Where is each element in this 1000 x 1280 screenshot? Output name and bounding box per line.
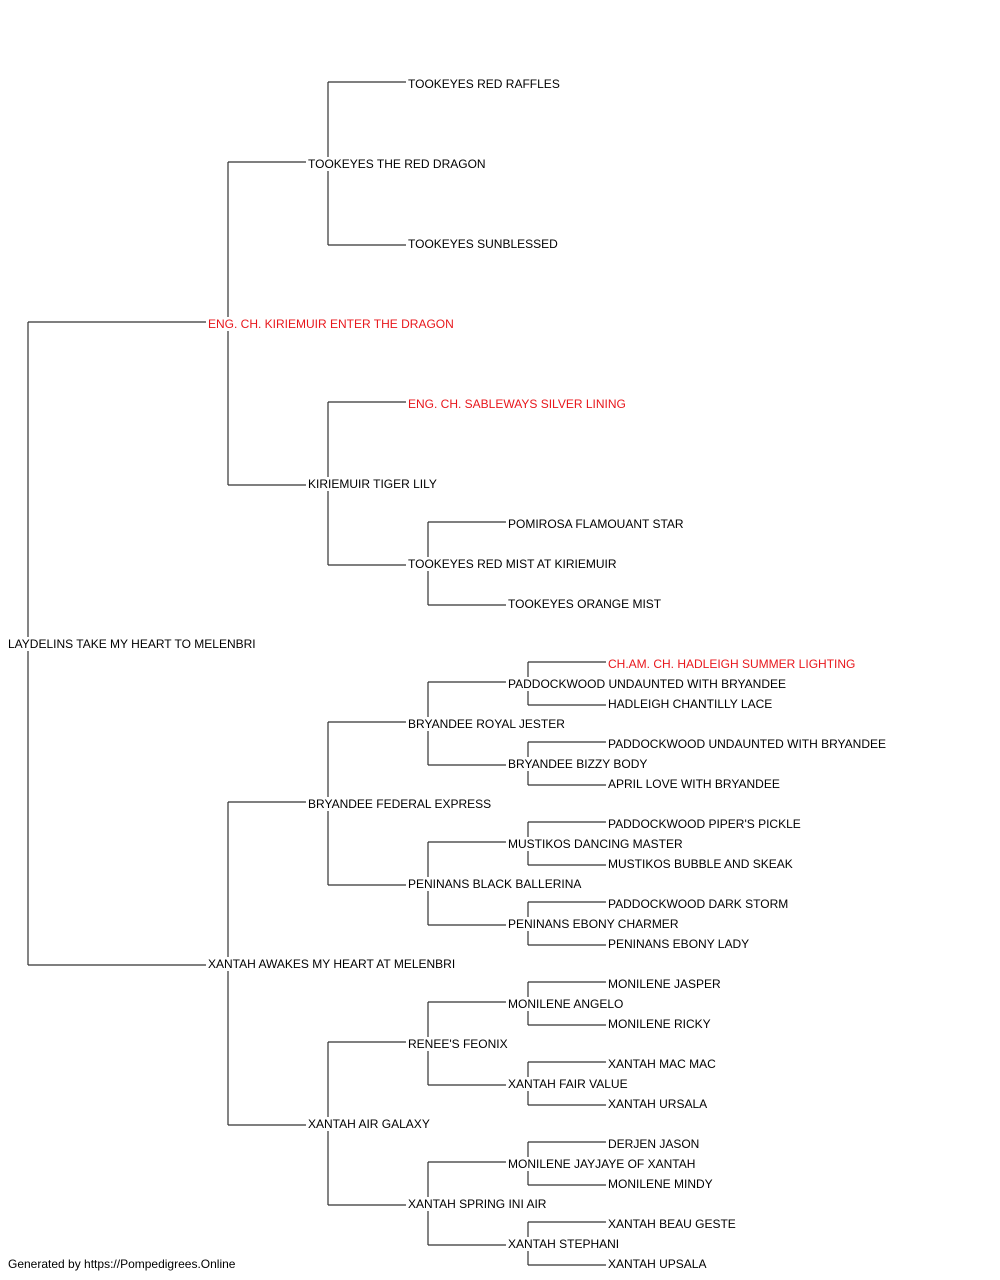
dog-name-sire: ENG. CH. KIRIEMUIR ENTER THE DRAGON bbox=[208, 317, 455, 331]
dog-name-dam-sire-dam-dam-sire: PADDOCKWOOD DARK STORM bbox=[608, 897, 790, 911]
dog-name-sire-dam-dam: TOOKEYES RED MIST AT KIRIEMUIR bbox=[408, 557, 618, 571]
dog-name-dam-sire-sire-sire-dam: HADLEIGH CHANTILLY LACE bbox=[608, 697, 774, 711]
dog-name-sire-dam-sire: ENG. CH. SABLEWAYS SILVER LINING bbox=[408, 397, 627, 411]
dog-name-dam-dam-dam-dam-sire: XANTAH BEAU GESTE bbox=[608, 1217, 737, 1231]
dog-name-dam-sire-sire-sire-sire: CH.AM. CH. HADLEIGH SUMMER LIGHTING bbox=[608, 657, 857, 671]
dog-name-dam-sire-sire-dam-sire: PADDOCKWOOD UNDAUNTED WITH BRYANDEE bbox=[608, 737, 888, 751]
dog-name-dam-dam-sire: RENEE'S FEONIX bbox=[408, 1037, 509, 1051]
dog-name-dam-dam-sire-sire: MONILENE ANGELO bbox=[508, 997, 625, 1011]
dog-name-dam-dam-sire-sire-dam: MONILENE RICKY bbox=[608, 1017, 712, 1031]
dog-name-dam-dam-dam-sire: MONILENE JAYJAYE OF XANTAH bbox=[508, 1157, 697, 1171]
dog-name-dam-dam-dam-dam-dam: XANTAH UPSALA bbox=[608, 1257, 708, 1271]
dog-name-sire-sire: TOOKEYES THE RED DRAGON bbox=[308, 157, 487, 171]
dog-name-dam-sire-sire-dam: BRYANDEE BIZZY BODY bbox=[508, 757, 649, 771]
dog-name-dam-sire-sire: BRYANDEE ROYAL JESTER bbox=[408, 717, 566, 731]
dog-name-dam-dam: XANTAH AIR GALAXY bbox=[308, 1117, 431, 1131]
dog-name-dam-sire: BRYANDEE FEDERAL EXPRESS bbox=[308, 797, 493, 811]
dog-name-dam-sire-sire-dam-dam: APRIL LOVE WITH BRYANDEE bbox=[608, 777, 781, 791]
dog-name-dam-sire-dam-dam: PENINANS EBONY CHARMER bbox=[508, 917, 680, 931]
dog-name-sire-sire-dam: TOOKEYES SUNBLESSED bbox=[408, 237, 559, 251]
dog-name-dam-dam-dam-dam: XANTAH STEPHANI bbox=[508, 1237, 621, 1251]
dog-name-dam-sire-dam: PENINANS BLACK BALLERINA bbox=[408, 877, 583, 891]
dog-name-dam-dam-sire-dam-dam: XANTAH URSALA bbox=[608, 1097, 709, 1111]
dog-name-dam-sire-dam-sire-sire: PADDOCKWOOD PIPER'S PICKLE bbox=[608, 817, 802, 831]
dog-name-sire-dam-dam-sire: POMIROSA FLAMOUANT STAR bbox=[508, 517, 685, 531]
dog-name-dam-dam-sire-dam-sire: XANTAH MAC MAC bbox=[608, 1057, 717, 1071]
dog-name-dam-dam-dam: XANTAH SPRING INI AIR bbox=[408, 1197, 548, 1211]
dog-name-dam-dam-sire-dam: XANTAH FAIR VALUE bbox=[508, 1077, 629, 1091]
dog-name-sire-dam-dam-dam: TOOKEYES ORANGE MIST bbox=[508, 597, 663, 611]
dog-name-dam-dam-dam-sire-dam: MONILENE MINDY bbox=[608, 1177, 714, 1191]
dog-name-sire-dam: KIRIEMUIR TIGER LILY bbox=[308, 477, 438, 491]
dog-name-dam-sire-dam-sire: MUSTIKOS DANCING MASTER bbox=[508, 837, 684, 851]
dog-name-subject: LAYDELINS TAKE MY HEART TO MELENBRI bbox=[8, 637, 257, 651]
dog-name-dam-sire-dam-dam-dam: PENINANS EBONY LADY bbox=[608, 937, 751, 951]
footer-credit: Generated by https://Pompedigrees.Online bbox=[8, 1257, 236, 1271]
dog-name-sire-sire-sire: TOOKEYES RED RAFFLES bbox=[408, 77, 561, 91]
dog-name-dam-dam-sire-sire-sire: MONILENE JASPER bbox=[608, 977, 722, 991]
dog-name-dam-sire-sire-sire: PADDOCKWOOD UNDAUNTED WITH BRYANDEE bbox=[508, 677, 788, 691]
dog-name-dam-dam-dam-sire-sire: DERJEN JASON bbox=[608, 1137, 701, 1151]
dog-name-dam-sire-dam-sire-dam: MUSTIKOS BUBBLE AND SKEAK bbox=[608, 857, 794, 871]
dog-name-dam: XANTAH AWAKES MY HEART AT MELENBRI bbox=[208, 957, 457, 971]
